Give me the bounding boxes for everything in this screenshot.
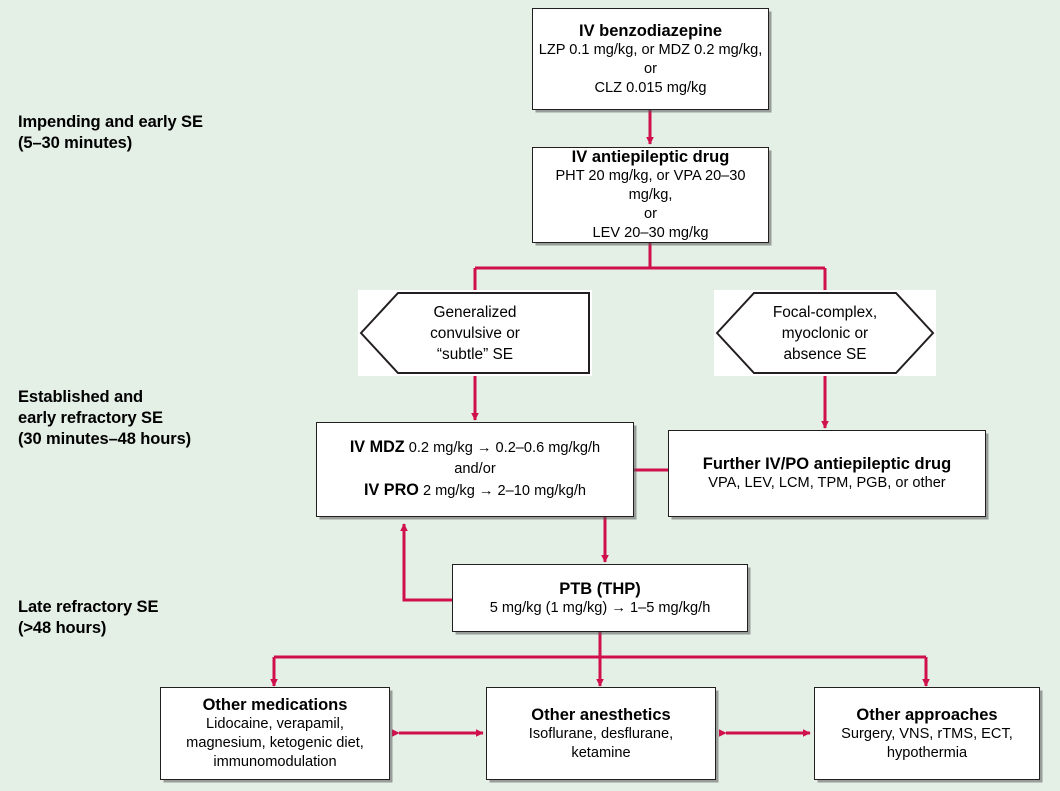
node-title: Other medications <box>202 696 348 714</box>
node-line-2: magnesium, ketogenic diet, <box>186 735 364 751</box>
stage-label-late: Late refractory SE (>48 hours) <box>18 598 159 637</box>
drug-label-pro: IV PRO <box>364 481 419 499</box>
stage-label-established: Established and early refractory SE (30 … <box>18 388 192 448</box>
drug-dose-mdz: 0.2 mg/kg → 0.2–0.6 mg/kg/h <box>408 440 601 456</box>
node-iv-mdz-pro[interactable]: IV MDZ 0.2 mg/kg → 0.2–0.6 mg/kg/h and/o… <box>316 422 634 517</box>
node-line-3: LEV 20–30 mg/kg <box>592 225 709 241</box>
node-line-3: CLZ 0.015 mg/kg <box>594 79 707 96</box>
node-title: PTB (THP) <box>559 579 641 598</box>
node-iv-antiepileptic-drug[interactable]: IV antiepileptic drug PHT 20 mg/kg, or V… <box>532 147 769 243</box>
hexagon-shape <box>715 292 935 374</box>
drug-label-mdz: IV MDZ <box>349 438 405 456</box>
node-line-mdz: IV MDZ 0.2 mg/kg → 0.2–0.6 mg/kg/h <box>350 437 600 459</box>
node-ptb-thp[interactable]: PTB (THP) 5 mg/kg (1 mg/kg) → 1–5 mg/kg/… <box>452 564 748 632</box>
node-hex-focal-complex[interactable]: Focal-complex, myoclonic or absence SE <box>714 290 936 376</box>
node-line-2: or <box>644 206 657 222</box>
node-other-approaches[interactable]: Other approaches Surgery, VNS, rTMS, ECT… <box>814 687 1040 780</box>
arrow-ptb-feedback-to-mdz <box>400 523 452 602</box>
node-line-2: ketamine <box>571 744 631 761</box>
node-hex-generalized-convulsive[interactable]: Generalized convulsive or “subtle” SE <box>358 290 592 376</box>
stage-label-impending: Impending and early SE (5–30 minutes) <box>18 113 203 152</box>
node-line-connector: and/or <box>454 461 496 477</box>
node-other-medications[interactable]: Other medications Lidocaine, verapamil, … <box>160 687 390 780</box>
node-title: Other anesthetics <box>531 705 671 724</box>
node-line-3: immunomodulation <box>213 754 337 770</box>
node-title: Further IV/PO antiepileptic drug <box>702 455 952 473</box>
node-text: Generalized convulsive or “subtle” SE <box>430 303 520 363</box>
drug-dose-pro: 2 mg/kg → 2–10 mg/kg/h <box>422 483 586 499</box>
node-line-1: Lidocaine, verapamil, <box>206 716 344 732</box>
node-text: Focal-complex, myoclonic or absence SE <box>772 303 878 363</box>
node-title: IV antiepileptic drug <box>571 148 730 166</box>
node-line-1: 5 mg/kg (1 mg/kg) → 1–5 mg/kg/h <box>489 599 711 616</box>
node-line-1: LZP 0.1 mg/kg, or MDZ 0.2 mg/kg, <box>538 41 763 58</box>
node-line-1: VPA, LEV, LCM, TPM, PGB, or other <box>708 475 946 491</box>
node-further-antiepileptic-drug[interactable]: Further IV/PO antiepileptic drug VPA, LE… <box>668 430 986 517</box>
node-iv-benzodiazepine[interactable]: IV benzodiazepine LZP 0.1 mg/kg, or MDZ … <box>532 8 769 110</box>
node-title: IV benzodiazepine <box>578 21 723 40</box>
node-line-1: Isoflurane, desflurane, <box>528 725 674 742</box>
node-line-2: or <box>644 60 657 77</box>
node-line-2: hypothermia <box>886 744 968 761</box>
node-other-anesthetics[interactable]: Other anesthetics Isoflurane, desflurane… <box>486 687 716 780</box>
node-title: Other approaches <box>856 705 998 724</box>
node-line-pro: IV PRO 2 mg/kg → 2–10 mg/kg/h <box>364 480 586 502</box>
node-line-1: Surgery, VNS, rTMS, ECT, <box>841 725 1013 742</box>
node-line-1: PHT 20 mg/kg, or VPA 20–30 mg/kg, <box>555 168 746 203</box>
hexagon-shape <box>359 292 590 374</box>
